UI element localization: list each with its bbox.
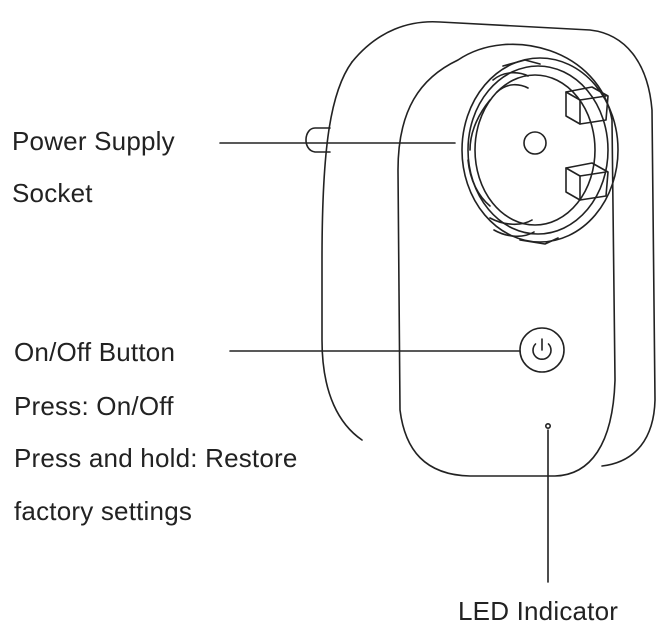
socket-internals [467, 59, 609, 245]
plug-back-plate [351, 20, 656, 467]
press-hold-instruction: Press and hold: Restore [14, 443, 298, 473]
onoff-button-label: On/Off Button [14, 337, 176, 367]
plug-front-shell [397, 43, 616, 477]
plug-side-edge [321, 61, 363, 441]
socket-contact-top [565, 86, 609, 125]
onoff-button [519, 327, 565, 373]
earth-clip-bottom [489, 217, 535, 238]
led-indicator-label: LED Indicator [458, 596, 619, 626]
earth-clip-top [492, 71, 529, 93]
socket-ring [461, 57, 619, 243]
socket-hole [523, 131, 547, 155]
power-pin [305, 127, 331, 153]
socket-label: Socket [12, 178, 93, 208]
socket-contact-bottom [565, 162, 609, 201]
factory-settings-text: factory settings [14, 496, 193, 526]
led-dot [544, 422, 551, 429]
press-instruction: Press: On/Off [14, 391, 174, 421]
power-supply-label: Power Supply [12, 126, 175, 156]
power-icon [532, 338, 552, 360]
